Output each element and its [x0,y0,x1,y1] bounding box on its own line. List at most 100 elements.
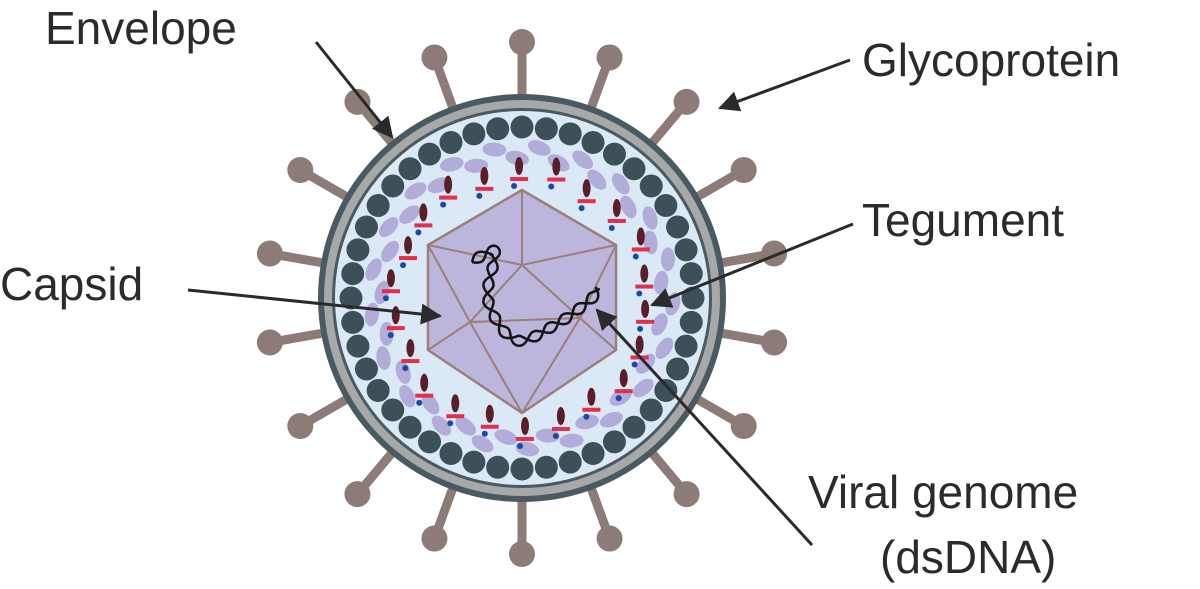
membrane-bead [510,457,534,481]
glycoprotein-spike [256,240,334,269]
tegument-protein [475,166,494,199]
membrane-bead [534,117,558,141]
membrane-bead [581,130,605,154]
tegument-blob [632,378,654,398]
membrane-bead [462,122,486,146]
tegument-protein [551,406,570,439]
tegument-blob [535,428,560,443]
dna-strand [471,244,600,343]
tegument-blob [482,142,507,157]
envelope-bead-layer [339,115,705,481]
glycoprotein-spike [421,44,460,119]
viral-genome-dna [470,244,600,348]
tegument-protein [614,369,633,402]
glycoprotein-spike [687,391,757,439]
viral-genome-sublabel: (dsDNA) [880,531,1056,583]
membrane-bead [639,398,663,422]
tegument-blob [655,337,674,359]
capsid-label: Capsid [0,258,143,310]
tegument-blob [455,416,477,436]
tegument-protein [480,404,499,437]
membrane-bead [602,430,626,454]
tegument-protein [607,198,626,231]
glycoprotein-spike [584,477,623,552]
tegument-blob [559,433,584,448]
glycoprotein-spike [421,477,460,552]
tegument-protein [582,387,601,420]
tegument-protein [547,157,566,190]
membrane-bead [418,430,442,454]
membrane-bead [418,142,442,166]
membrane-bead [602,142,626,166]
membrane-bead [622,157,646,181]
tegument-protein [516,416,535,449]
tegument-protein [636,299,655,332]
tegument-blob [379,217,399,238]
membrane-bead [346,334,370,358]
tegument-blob [421,393,440,415]
glycoprotein-spike [287,157,357,205]
glycoprotein-label: Glycoprotein [862,34,1120,86]
membrane-bead [398,157,422,181]
dna-strand [470,250,600,348]
glycoprotein-spike [687,157,757,205]
tegument-blob [439,156,464,172]
membrane-bead [366,194,390,218]
arrows [187,41,854,547]
membrane-bead [462,450,486,474]
glycoprotein-spikes [256,29,788,567]
tegument-protein [414,203,433,236]
membrane-bead [679,262,703,286]
tegument-blob [381,240,399,263]
glycoprotein-spike [509,489,535,567]
tegument-protein [439,175,458,208]
glycoprotein-spike [643,443,700,508]
glycoprotein-spike [287,391,357,439]
membrane-bead [354,215,378,239]
membrane-bead [398,415,422,439]
viral-genome-arrow [595,308,814,547]
membrane-bead [354,357,378,381]
tegument-blob [505,150,529,166]
membrane-bead [558,122,582,146]
membrane-bead [346,238,370,262]
membrane-bead [654,194,678,218]
capsid [426,188,618,415]
membrane-bead [486,455,510,479]
envelope-arrow [314,41,394,139]
tegument-blob [399,384,416,408]
tegument-blob [611,173,630,195]
membrane-bead [558,450,582,474]
tegument-protein [577,179,596,212]
tegument-protein [510,157,529,190]
membrane-bead [381,398,405,422]
membrane-bead [666,215,690,239]
membrane-bead [439,442,463,466]
tegument-blob [471,435,494,453]
glycoprotein-spike [710,240,788,269]
membrane-bead [439,130,463,154]
glycoprotein-spike [643,88,700,153]
tegument-protein [446,394,465,427]
tegument-blob [660,247,675,272]
membrane-bead [534,455,558,479]
tegument-protein [415,373,434,406]
tegument-blob [494,429,518,445]
membrane-bead [622,415,646,439]
tegument-blob [587,169,607,190]
glycoprotein-spike [344,88,401,153]
membrane-bead [341,310,365,334]
glycoprotein-spike [710,327,788,356]
membrane-bead [679,310,703,334]
tegument-blob [431,415,451,436]
tegument-blob [575,414,599,430]
tegument-label: Tegument [862,194,1064,246]
tegument-protein [381,269,400,302]
tegument-blob [599,411,623,428]
capsid-facets [427,190,617,414]
glycoprotein-spike [344,443,401,508]
membrane-bead [639,174,663,198]
capsid-arrow [187,288,443,325]
tegument-blob [642,206,658,230]
tegument-blob [572,150,594,170]
